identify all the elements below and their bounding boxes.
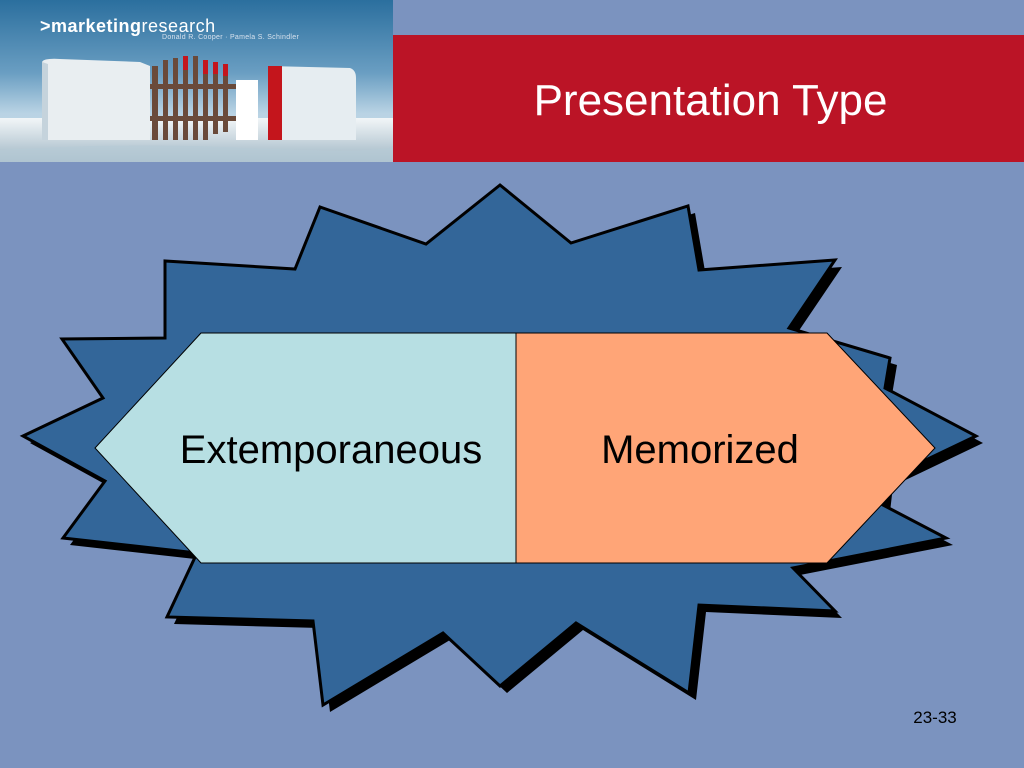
slide-title: Presentation Type	[533, 76, 888, 125]
memorized-label: Memorized	[601, 427, 799, 472]
left-option-shape	[94, 332, 517, 564]
right-option-shape	[515, 332, 936, 564]
header-photo: >marketingresearch Donald R. Cooper · Pa…	[0, 0, 393, 162]
authors-line: Donald R. Cooper · Pamela S. Schindler	[162, 34, 300, 41]
slide-number: 23-33	[913, 708, 957, 727]
brand-logo: >marketingresearch	[40, 16, 216, 37]
title-bar: Presentation Type	[393, 35, 1024, 162]
snowy-gate-photo	[0, 0, 393, 162]
brand-light-text: research	[141, 16, 216, 36]
extemporaneous-label: Extemporaneous	[179, 427, 483, 472]
brand-bold-text: >marketing	[40, 16, 142, 36]
